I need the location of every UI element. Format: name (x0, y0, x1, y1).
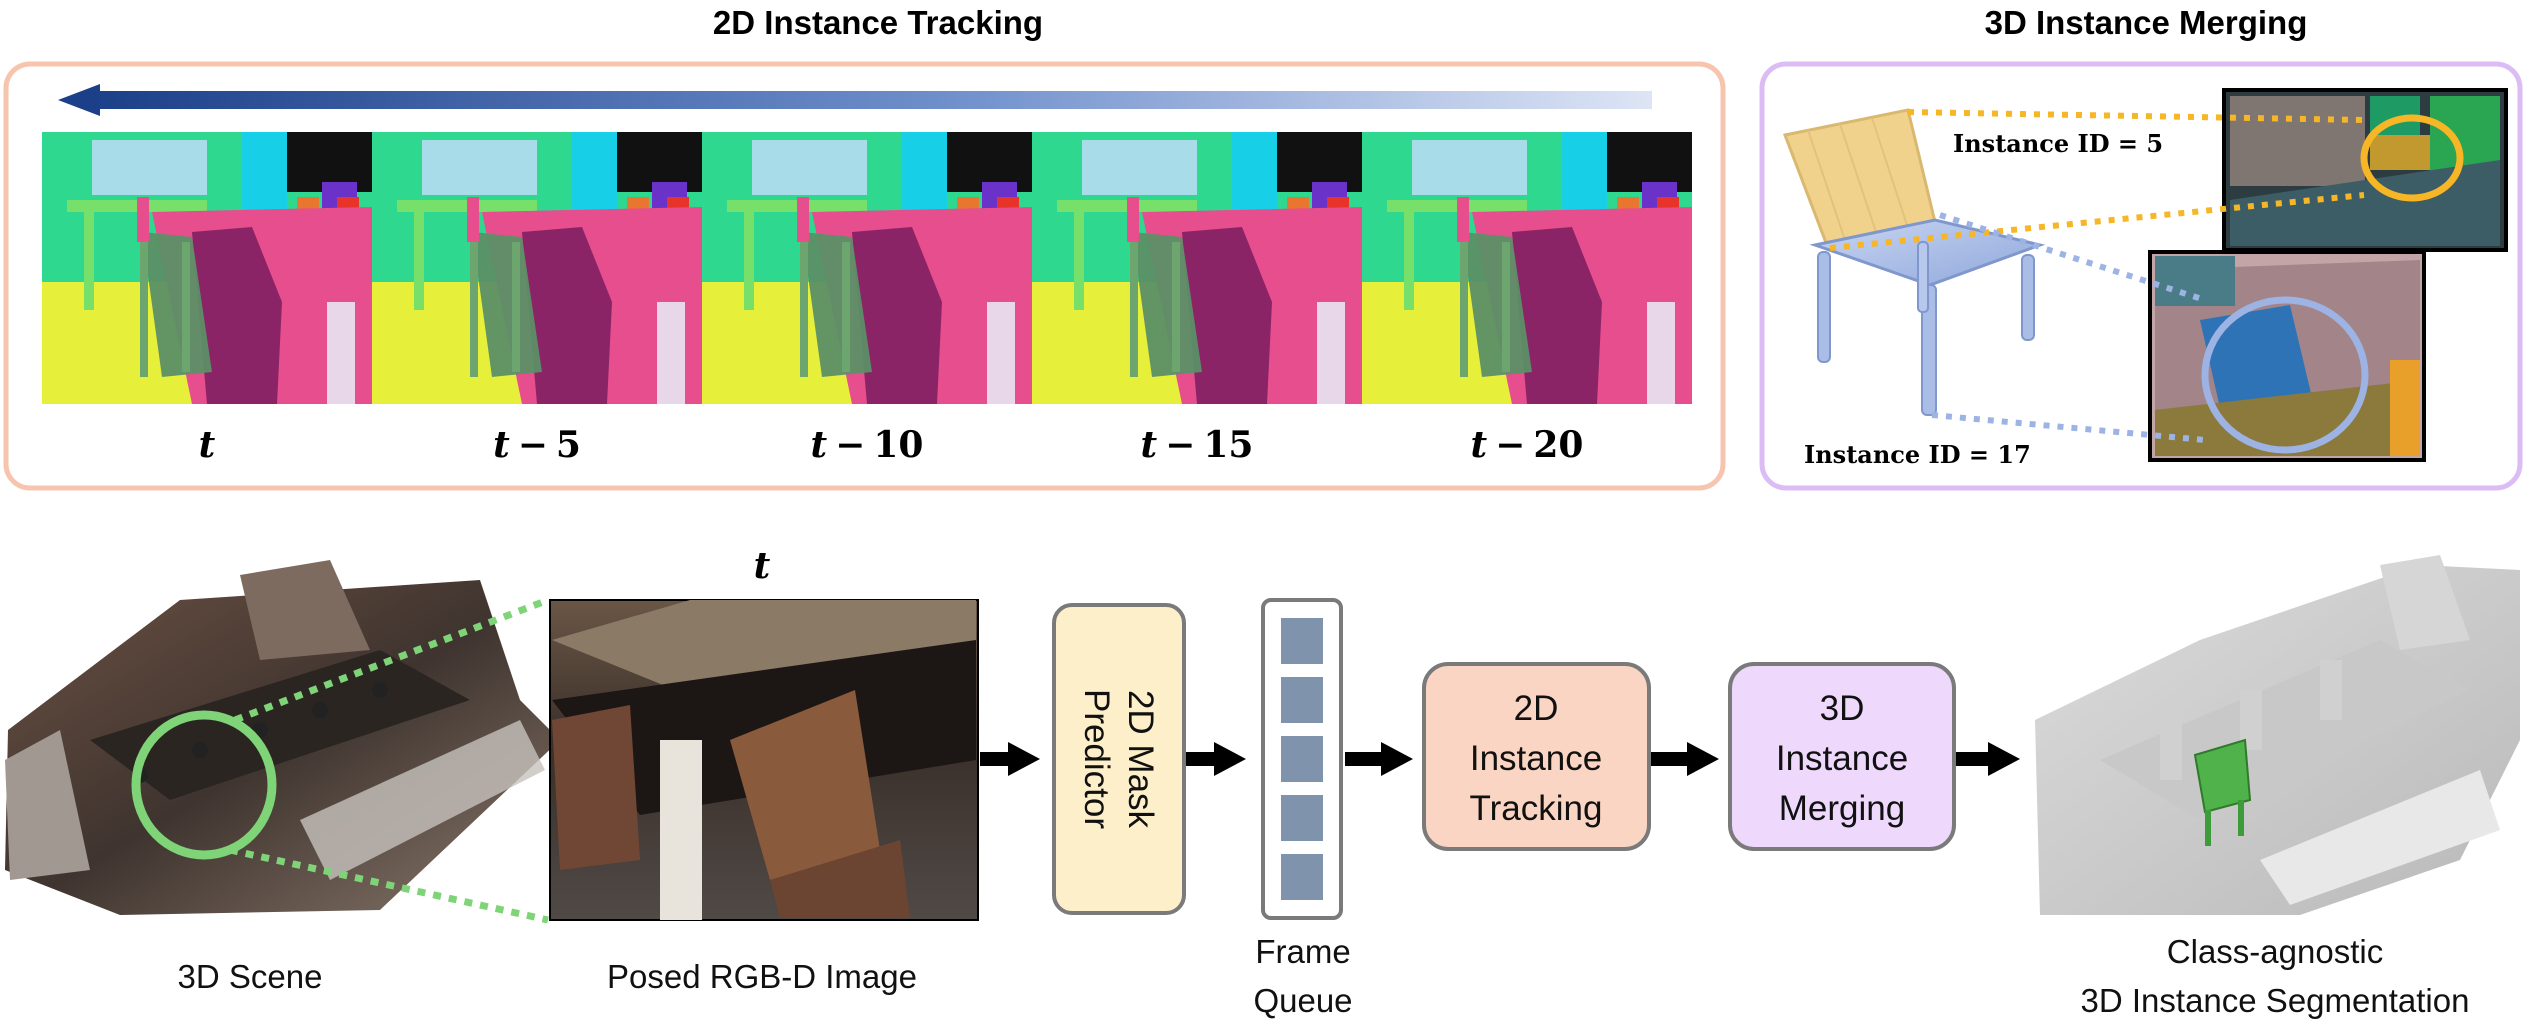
frame-t-15 (1032, 132, 1362, 404)
arrow-4 (1651, 742, 1719, 776)
scene-label: 3D Scene (178, 958, 323, 995)
frame-queue (1261, 598, 1343, 920)
yellow-link-bottom (1829, 192, 2365, 251)
highlighted-chair (2193, 738, 2252, 814)
arrow-1 (980, 742, 1040, 776)
merging-box-line-3: Merging (1779, 789, 1905, 828)
frame-label-1: t−5 (493, 424, 581, 466)
frame-label-4: t−20 (1471, 424, 1584, 466)
yellow-link-top (1907, 109, 2365, 123)
rgbd-image (549, 599, 979, 921)
queue-slot (1281, 795, 1323, 841)
merging-panel (1759, 61, 2523, 491)
queue-slot (1281, 854, 1323, 900)
mask-predictor-box (1052, 603, 1186, 915)
queue-slot (1281, 618, 1323, 664)
highlight-ring (131, 710, 277, 860)
tracking-panel (3, 61, 1726, 491)
zoom-line-bottom (229, 846, 549, 924)
tracking-box-line-1: 2D (1514, 689, 1559, 728)
mask-predictor-line-2: Predictor (1077, 689, 1116, 829)
frame-label-2: t−10 (811, 424, 924, 466)
time-arrow-head (58, 84, 100, 116)
queue-label-line-1: Frame (1255, 933, 1350, 970)
instance-id-top: Instance ID = 5 (1953, 129, 2163, 158)
queue-slot (1281, 677, 1323, 723)
rgbd-label: Posed RGB-D Image (607, 958, 917, 995)
rgbd-time-label: t (754, 545, 771, 587)
frame-t-5 (372, 132, 702, 404)
tracking-box-line-3: Tracking (1470, 789, 1603, 828)
blue-link-bottom (1931, 412, 2206, 443)
scene-3d-image (5, 560, 560, 915)
mask-predictor-line-1: 2D Mask (1121, 690, 1160, 829)
zoom-line-top (233, 596, 550, 724)
frame-label-3: t−15 (1141, 424, 1254, 466)
merging-box-line-1: 3D (1820, 689, 1865, 728)
arrow-5 (1956, 742, 2020, 776)
merging-box-line-2: Instance (1776, 739, 1908, 778)
output-label-line-1: Class-agnostic (2167, 933, 2383, 970)
tracking-title: 2D Instance Tracking (713, 4, 1043, 41)
frame-t (42, 132, 372, 404)
tracking-box-line-2: Instance (1470, 739, 1602, 778)
queue-label-line-2: Queue (1253, 982, 1352, 1019)
time-arrow-shaft (82, 91, 1652, 109)
instance-id-bottom: Instance ID = 17 (1804, 440, 2031, 469)
blue-link-top (1939, 212, 2206, 303)
merging-box (1728, 662, 1956, 851)
tracking-box (1422, 662, 1651, 851)
queue-slot (1281, 736, 1323, 782)
frame-t-20 (1362, 132, 1692, 404)
output-segmentation-image (2035, 555, 2520, 915)
merging-title: 3D Instance Merging (1985, 4, 2308, 41)
frame-t-10 (702, 132, 1032, 404)
output-label-line-2: 3D Instance Segmentation (2081, 982, 2470, 1019)
frame-labels: t t−5 t−10 t−15 t−20 (199, 424, 1584, 466)
arrow-3 (1345, 742, 1413, 776)
frame-label-0: t (199, 424, 216, 466)
tracking-frames (42, 132, 1692, 404)
instance-photo-bottom (2148, 250, 2426, 462)
arrow-2 (1186, 742, 1246, 776)
chair-model (1782, 108, 2046, 416)
instance-photo-top (2222, 88, 2508, 252)
